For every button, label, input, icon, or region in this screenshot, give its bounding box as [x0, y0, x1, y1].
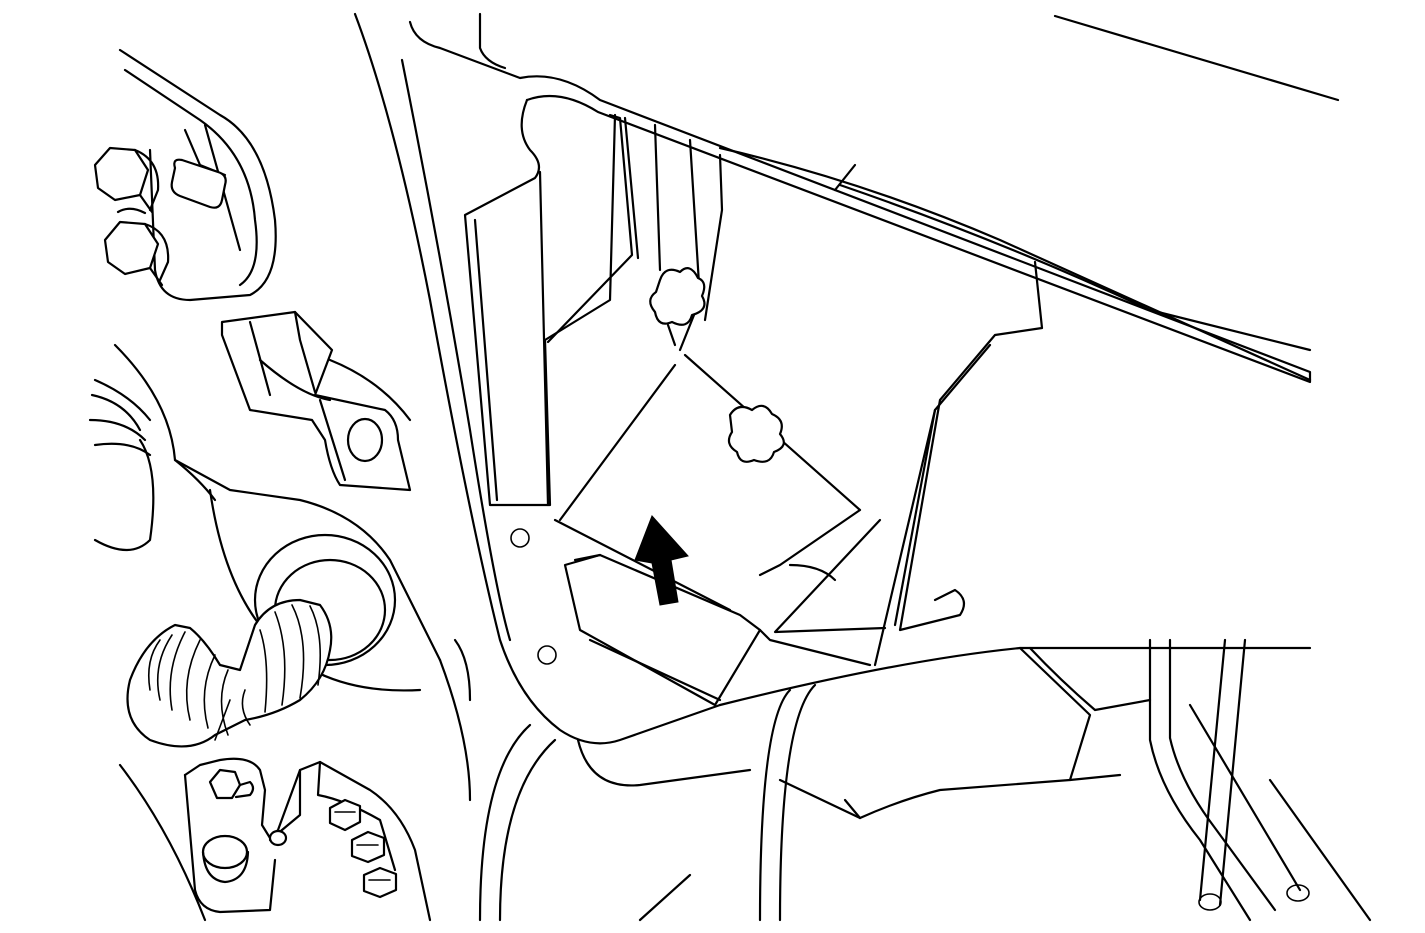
support-rods: [1148, 638, 1372, 922]
upper-body-panel: [408, 12, 1340, 384]
tab-bracket: [220, 310, 412, 492]
bolt-mount-bracket: [93, 48, 277, 302]
mounting-plate: [353, 12, 722, 745]
lower-trim: [478, 646, 1312, 922]
lower-mount-plate: [118, 757, 432, 922]
corrugated-hose: [126, 598, 333, 748]
module-bracket: [546, 113, 862, 612]
side-support-panel: [773, 260, 1044, 667]
module-housing: [563, 553, 872, 707]
up-arrow-icon: [634, 515, 689, 606]
